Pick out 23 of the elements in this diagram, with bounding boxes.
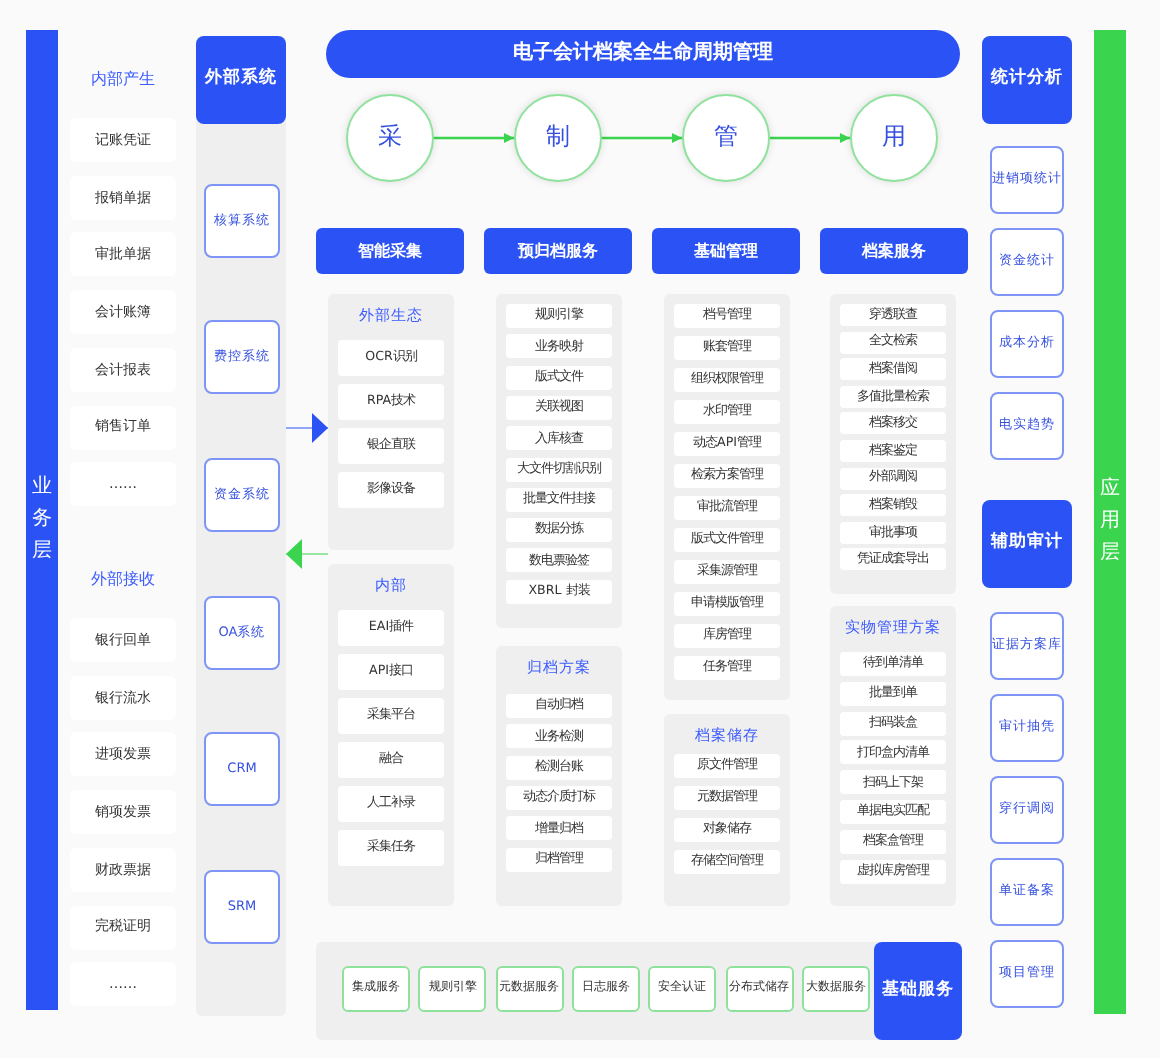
section-header: 统计分析 xyxy=(982,36,1072,124)
stage-circle: 采 xyxy=(346,94,434,182)
group-heading: 外部接收 xyxy=(89,568,157,590)
section-header: 基础服务 xyxy=(874,942,962,1040)
section-header: 辅助审计 xyxy=(982,500,1072,588)
panel xyxy=(328,294,454,550)
group-heading: 内部产生 xyxy=(89,68,157,90)
stage-circle: 管 xyxy=(682,94,770,182)
stage-circle: 制 xyxy=(514,94,602,182)
stage-circle: 用 xyxy=(850,94,938,182)
section-header: 外部系统 xyxy=(196,36,286,124)
arrow xyxy=(602,133,682,143)
panel xyxy=(196,36,286,1016)
layer-bar: 业务层 xyxy=(26,30,58,1010)
column-header: 智能采集 xyxy=(316,228,464,274)
column-header: 档案服务 xyxy=(820,228,968,274)
arrow xyxy=(770,133,850,143)
arrow xyxy=(434,133,514,143)
layer-bar: 应用层 xyxy=(1094,30,1126,1014)
panel xyxy=(316,942,962,1040)
title-banner: 电子会计档案全生命周期管理 xyxy=(326,30,960,78)
column-header: 预归档服务 xyxy=(484,228,632,274)
column-header: 基础管理 xyxy=(652,228,800,274)
